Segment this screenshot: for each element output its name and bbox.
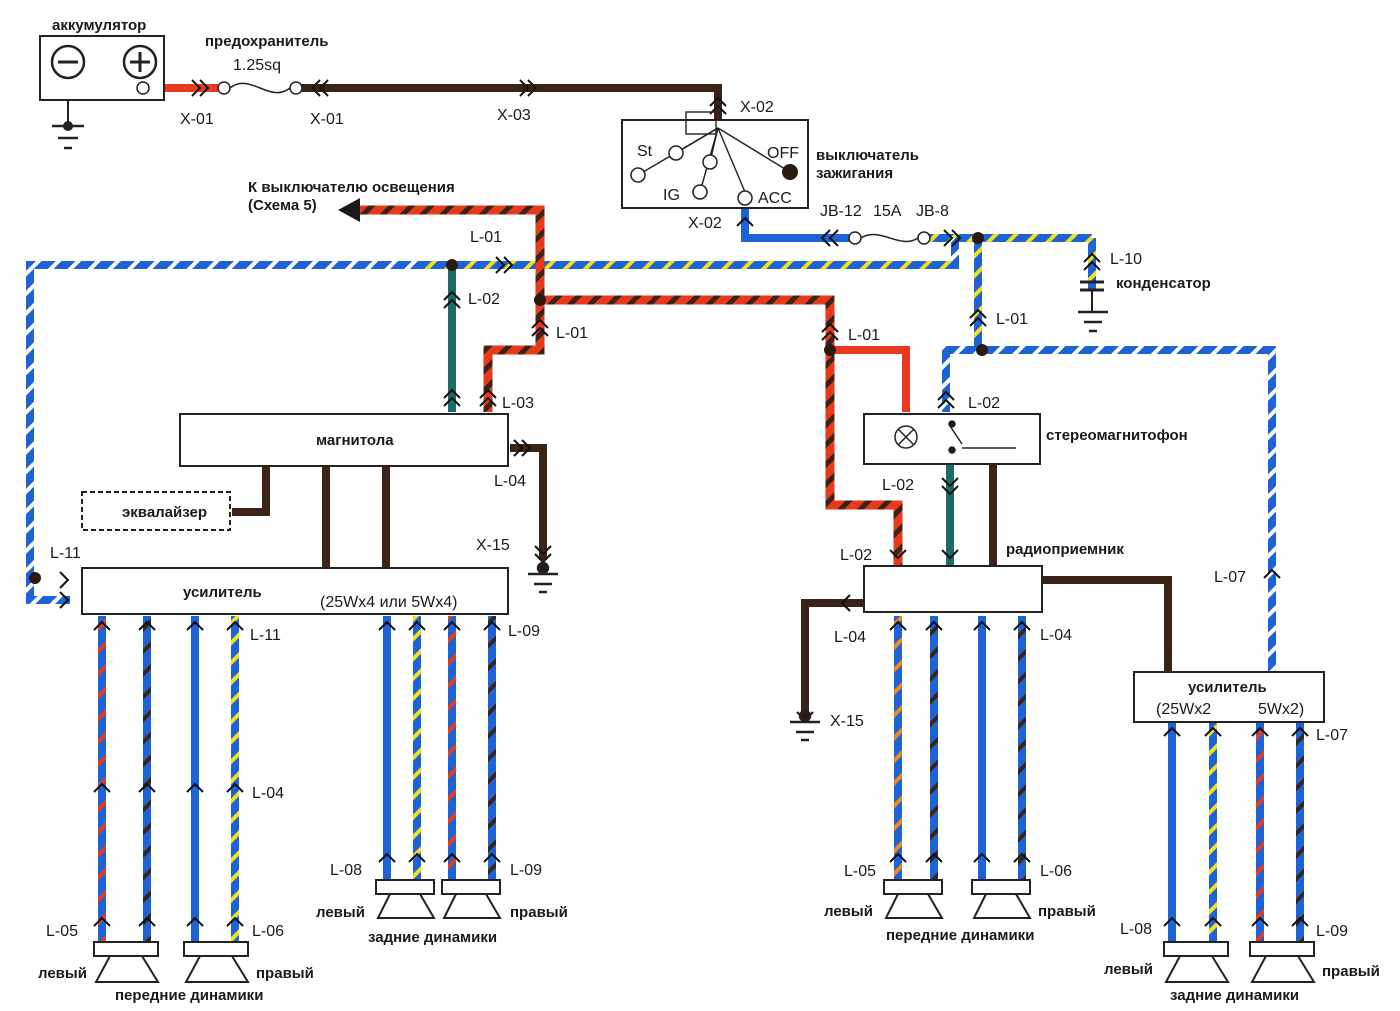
radio-label: радиоприемник [1006,541,1124,558]
left-amp-box [81,567,509,615]
connector-x02-a: X-02 [740,99,774,116]
connector-l08-b: L-08 [1120,921,1152,938]
fuse-rating: 1.25sq [233,57,281,74]
jb-left-label: JB-12 [820,203,862,220]
jb-right-label: JB-8 [916,203,949,220]
ignition-pos-acc: ACC [758,190,792,207]
lighting-ref-2: (Схема 5) [248,197,317,214]
right-rear-right-label: правый [1322,963,1380,980]
right-front-speakers-label: передние динамики [886,927,1034,944]
left-front-right-label: правый [256,965,314,982]
connector-l04-d: L-04 [1040,627,1072,644]
right-front-left-label: левый [824,903,873,920]
right-amp-power-right: 5Wx2) [1258,701,1304,718]
connector-x15-b: X-15 [830,713,864,730]
lighting-ref-1: К выключателю освещения [248,179,455,196]
connector-l05-b: L-05 [844,863,876,880]
connector-l01-a: L-01 [470,229,502,246]
ignition-switch [621,111,809,209]
jb-rating-label: 15A [873,203,902,220]
connector-l10: L-10 [1110,251,1142,268]
jb-fuse-icon [848,231,931,245]
connector-l01-c: L-01 [848,327,880,344]
connector-x01-b: X-01 [310,111,344,128]
connector-l01-d: L-01 [996,311,1028,328]
capacitor-label: конденсатор [1116,275,1211,292]
ignition-pos-off: OFF [767,145,799,162]
connector-l04-b: L-04 [252,785,284,802]
connector-x02-b: X-02 [688,215,722,232]
connector-l09-a: L-09 [508,623,540,640]
connector-l11-a: L-11 [50,545,81,562]
battery [39,35,165,131]
ignition-pos-st: St [637,143,653,160]
connector-l06-b: L-06 [1040,863,1072,880]
connector-l06-a: L-06 [252,923,284,940]
connector-l03: L-03 [502,395,534,412]
left-rear-speakers-label: задние динамики [368,929,497,946]
left-amp-power: (25Wx4 или 5Wx4) [320,594,457,611]
connector-l02-b: L-02 [968,395,1000,412]
connector-l01-b: L-01 [556,325,588,342]
left-amp-label: усилитель [183,584,262,601]
connector-l02-d: L-02 [840,547,872,564]
connector-x01-a: X-01 [180,111,214,128]
ignition-label-1: выключатель [816,147,919,164]
arrow-left-icon [338,198,360,222]
connector-l07-b: L-07 [1316,727,1348,744]
right-rear-speakers-label: задние динамики [1170,987,1299,1004]
connector-l04-a: L-04 [494,473,526,490]
right-rear-left-label: левый [1104,961,1153,978]
connector-l04-c: L-04 [834,629,866,646]
head-unit-box [179,413,509,467]
ignition-label-2: зажигания [816,165,893,182]
equalizer-box [81,491,231,531]
speaker-icons [93,879,1316,983]
left-front-speakers-label: передние динамики [115,987,263,1004]
connector-l02-a: L-02 [468,291,500,308]
radio-box [863,565,1043,613]
connector-l07-a: L-07 [1214,569,1246,586]
right-amp-power-left: (25Wx2 [1156,701,1211,718]
connector-l11-b: L-11 [250,627,281,644]
fuse-icon [217,81,303,95]
connector-x15-a: X-15 [476,537,510,554]
connector-l02-c: L-02 [882,477,914,494]
wires [26,84,1304,945]
capacitor-icon [1080,280,1104,292]
fuse-label: предохранитель [205,33,328,50]
right-amp-box [1133,671,1325,723]
left-front-left-label: левый [38,965,87,982]
connector-l08-a: L-08 [330,862,362,879]
right-front-right-label: правый [1038,903,1096,920]
connector-x03: X-03 [497,107,531,124]
connector-l09-b: L-09 [510,862,542,879]
connector-marks [59,79,1309,927]
right-amp-label: усилитель [1188,679,1267,696]
ground-icons [52,124,1108,742]
connector-l09-c: L-09 [1316,923,1348,940]
head-unit-label: магнитола [316,432,394,449]
switch-icon [948,420,1016,454]
ignition-pos-ig: IG [663,187,680,204]
left-rear-right-label: правый [510,904,568,921]
battery-label: аккумулятор [52,17,146,34]
left-rear-left-label: левый [316,904,365,921]
equalizer-label: эквалайзер [122,504,207,521]
tape-label: стереомагнитофон [1046,427,1188,444]
connector-l05-a: L-05 [46,923,78,940]
